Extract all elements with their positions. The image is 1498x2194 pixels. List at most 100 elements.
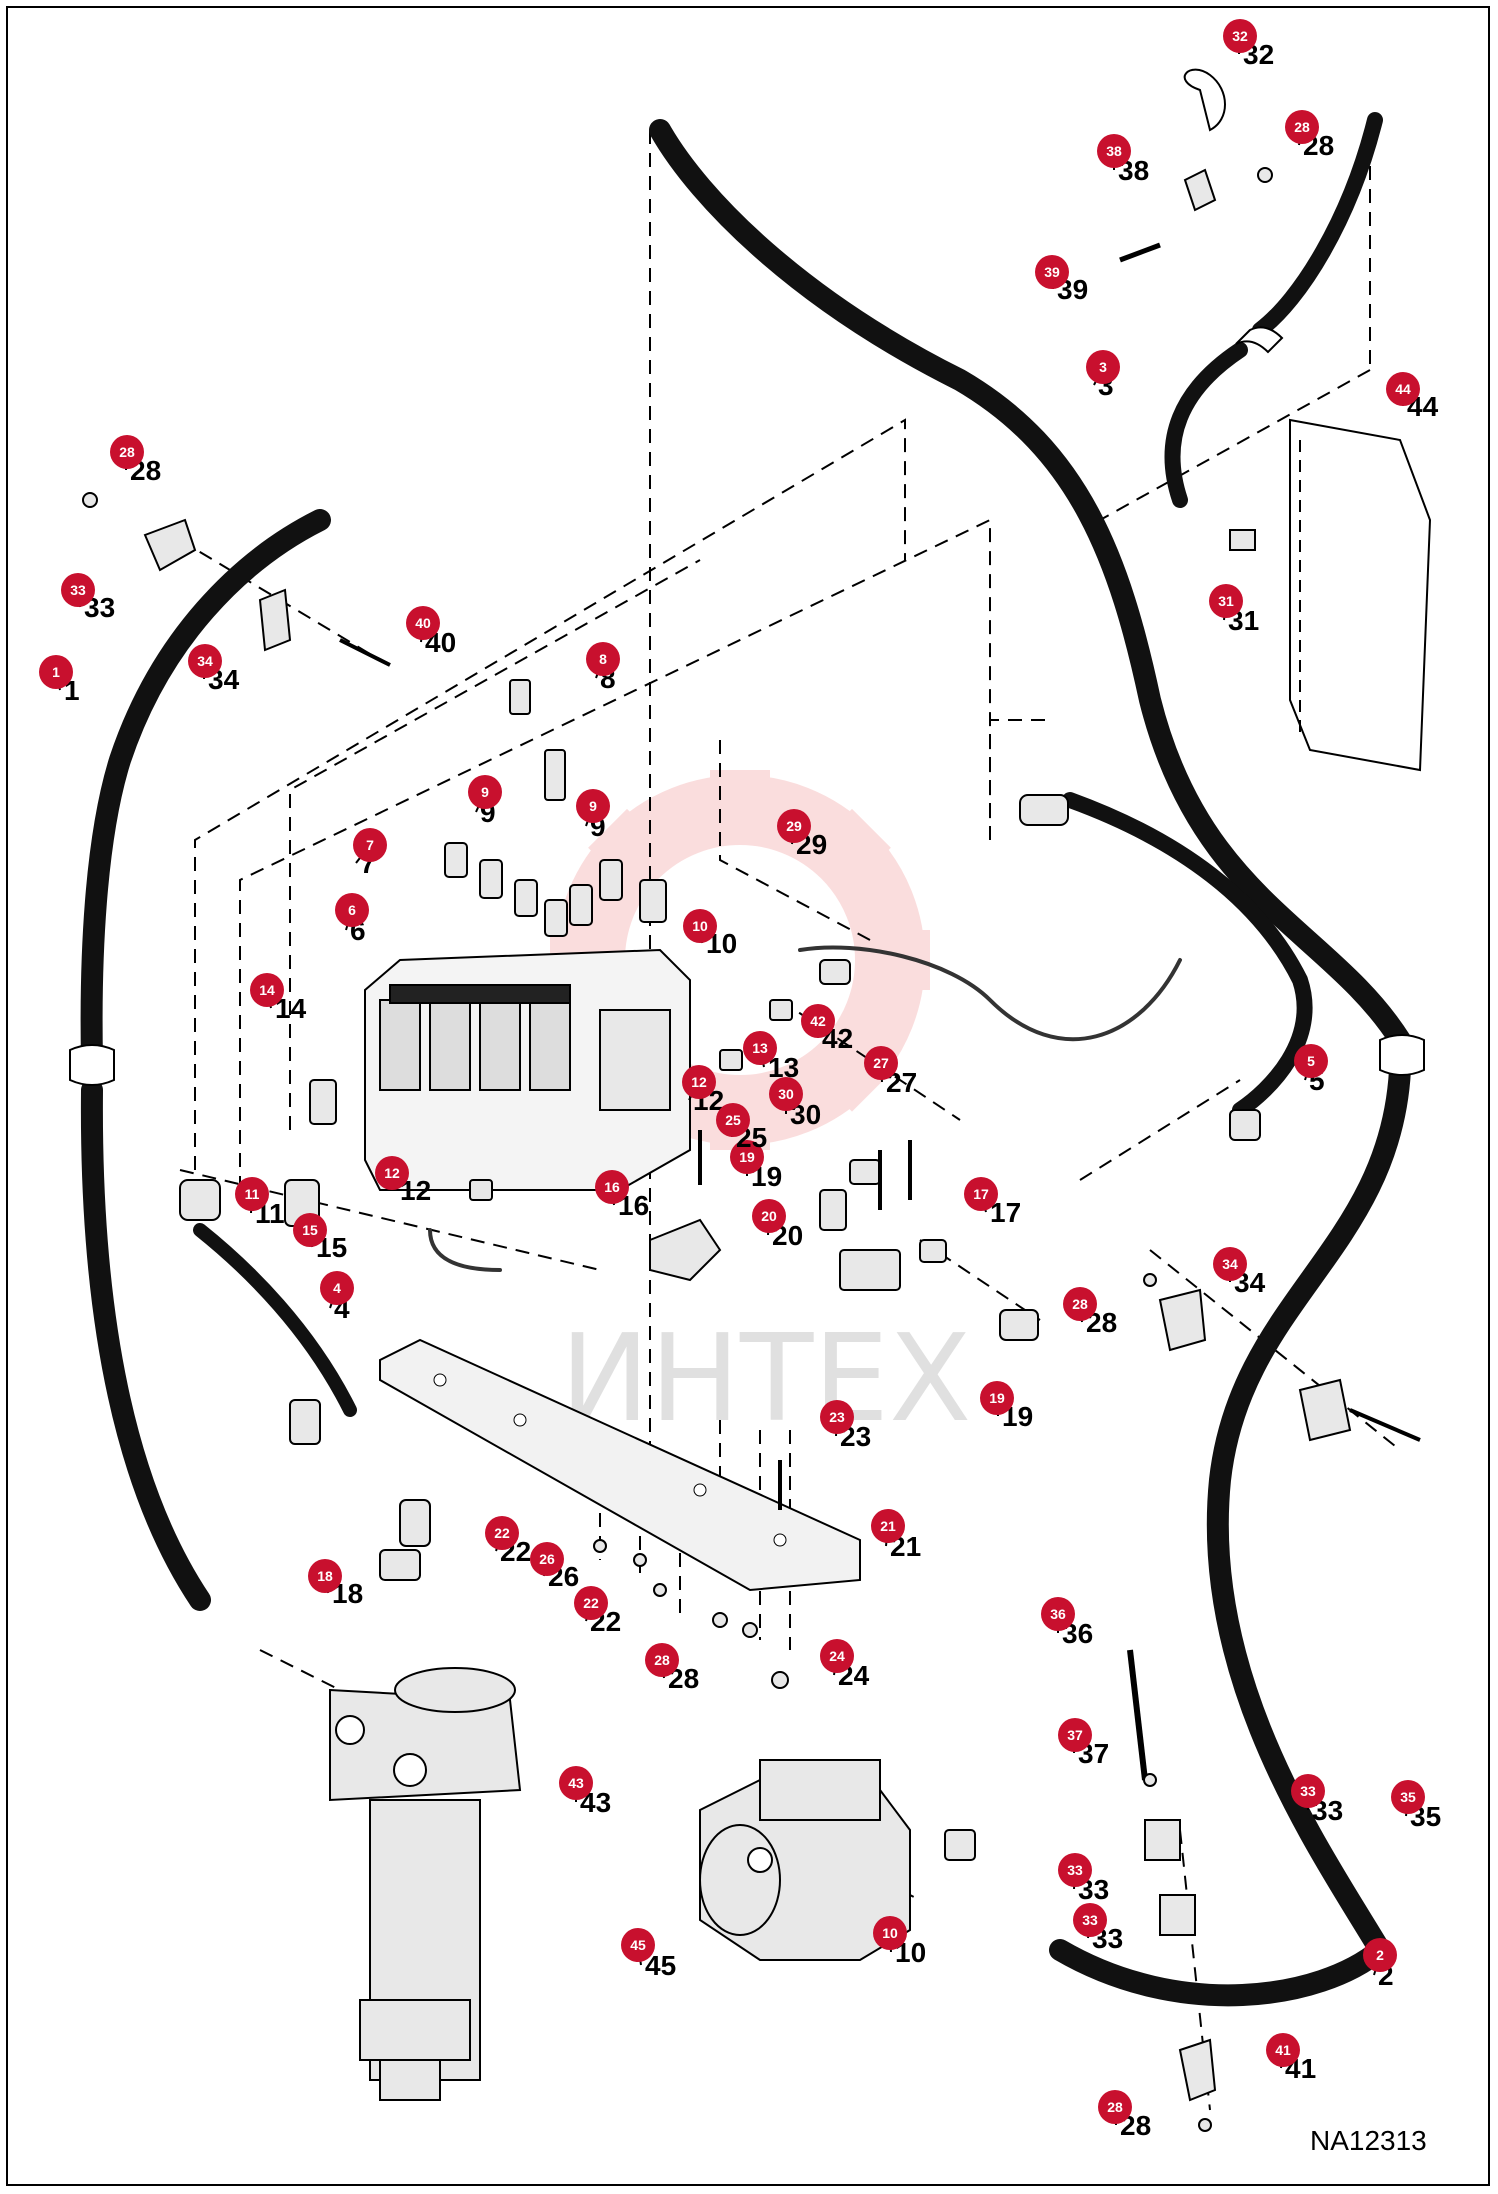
callout-bubble-number: 39: [1044, 264, 1060, 280]
drawing-code: NA12313: [1310, 2125, 1427, 2156]
callout-bubble-icon: [1363, 1938, 1397, 1972]
callout-bubble-icon: [1073, 1903, 1107, 1937]
callout-bubble-number: 40: [415, 615, 431, 631]
callout-bubble-number: 15: [302, 1222, 318, 1238]
callout-9[interactable]: 99: [468, 775, 502, 828]
callout-bubble-number: 44: [1395, 381, 1411, 397]
callout-bubble-icon: [645, 1643, 679, 1677]
callout-bubble-icon: [1223, 19, 1257, 53]
callout-bubble-number: 28: [654, 1652, 670, 1668]
callout-bubble-icon: [353, 828, 387, 862]
callout-8[interactable]: 88: [586, 642, 620, 694]
hose-lines: [80, 112, 1411, 2007]
callout-bubble-icon: [576, 789, 610, 823]
callout-bubble-number: 1: [52, 664, 60, 680]
diagram-frame: [6, 6, 1490, 2186]
callout-bubble-number: 28: [1072, 1296, 1088, 1312]
callout-1[interactable]: 11: [39, 655, 80, 706]
callout-bubble-icon: [1063, 1287, 1097, 1321]
callout-5[interactable]: 55: [1294, 1044, 1328, 1096]
callout-bubble-icon: [39, 655, 73, 689]
callout-bubble-icon: [864, 1046, 898, 1080]
callout-bubble-icon: [595, 1170, 629, 1204]
callout-bubble-number: 28: [1107, 2099, 1123, 2115]
callout-bubble-icon: [61, 573, 95, 607]
callout-bubble-icon: [743, 1031, 777, 1065]
callout-4[interactable]: 44: [320, 1271, 354, 1324]
callout-bubble-icon: [1058, 1853, 1092, 1887]
callout-bubble-number: 3: [1099, 359, 1107, 375]
callout-bubble-number: 21: [880, 1518, 896, 1534]
callout-bubble-number: 34: [1222, 1256, 1238, 1272]
callout-bubble-icon: [777, 809, 811, 843]
callout-bubble-icon: [1294, 1044, 1328, 1078]
callout-bubble-icon: [235, 1177, 269, 1211]
callout-bubble-number: 28: [119, 444, 135, 460]
callout-bubble-number: 5: [1307, 1053, 1315, 1069]
callout-bubble-number: 19: [739, 1149, 755, 1165]
callout-9[interactable]: 99: [576, 789, 610, 842]
callout-bubble-number: 12: [691, 1074, 707, 1090]
callout-bubble-icon: [873, 1916, 907, 1950]
callout-bubble-number: 43: [568, 1775, 584, 1791]
callout-bubble-number: 37: [1067, 1727, 1083, 1743]
callout-bubble-icon: [1097, 134, 1131, 168]
callout-2[interactable]: 22: [1363, 1938, 1397, 1991]
callout-bubble-icon: [820, 1400, 854, 1434]
callout-3[interactable]: 33: [1086, 350, 1120, 401]
callout-bubble-icon: [110, 435, 144, 469]
callout-bubble-icon: [293, 1213, 327, 1247]
callout-bubble-icon: [621, 1928, 655, 1962]
callout-6[interactable]: 66: [335, 893, 369, 946]
callout-bubble-number: 32: [1232, 28, 1248, 44]
callout-bubble-icon: [1285, 110, 1319, 144]
callout-7[interactable]: 77: [353, 828, 387, 879]
